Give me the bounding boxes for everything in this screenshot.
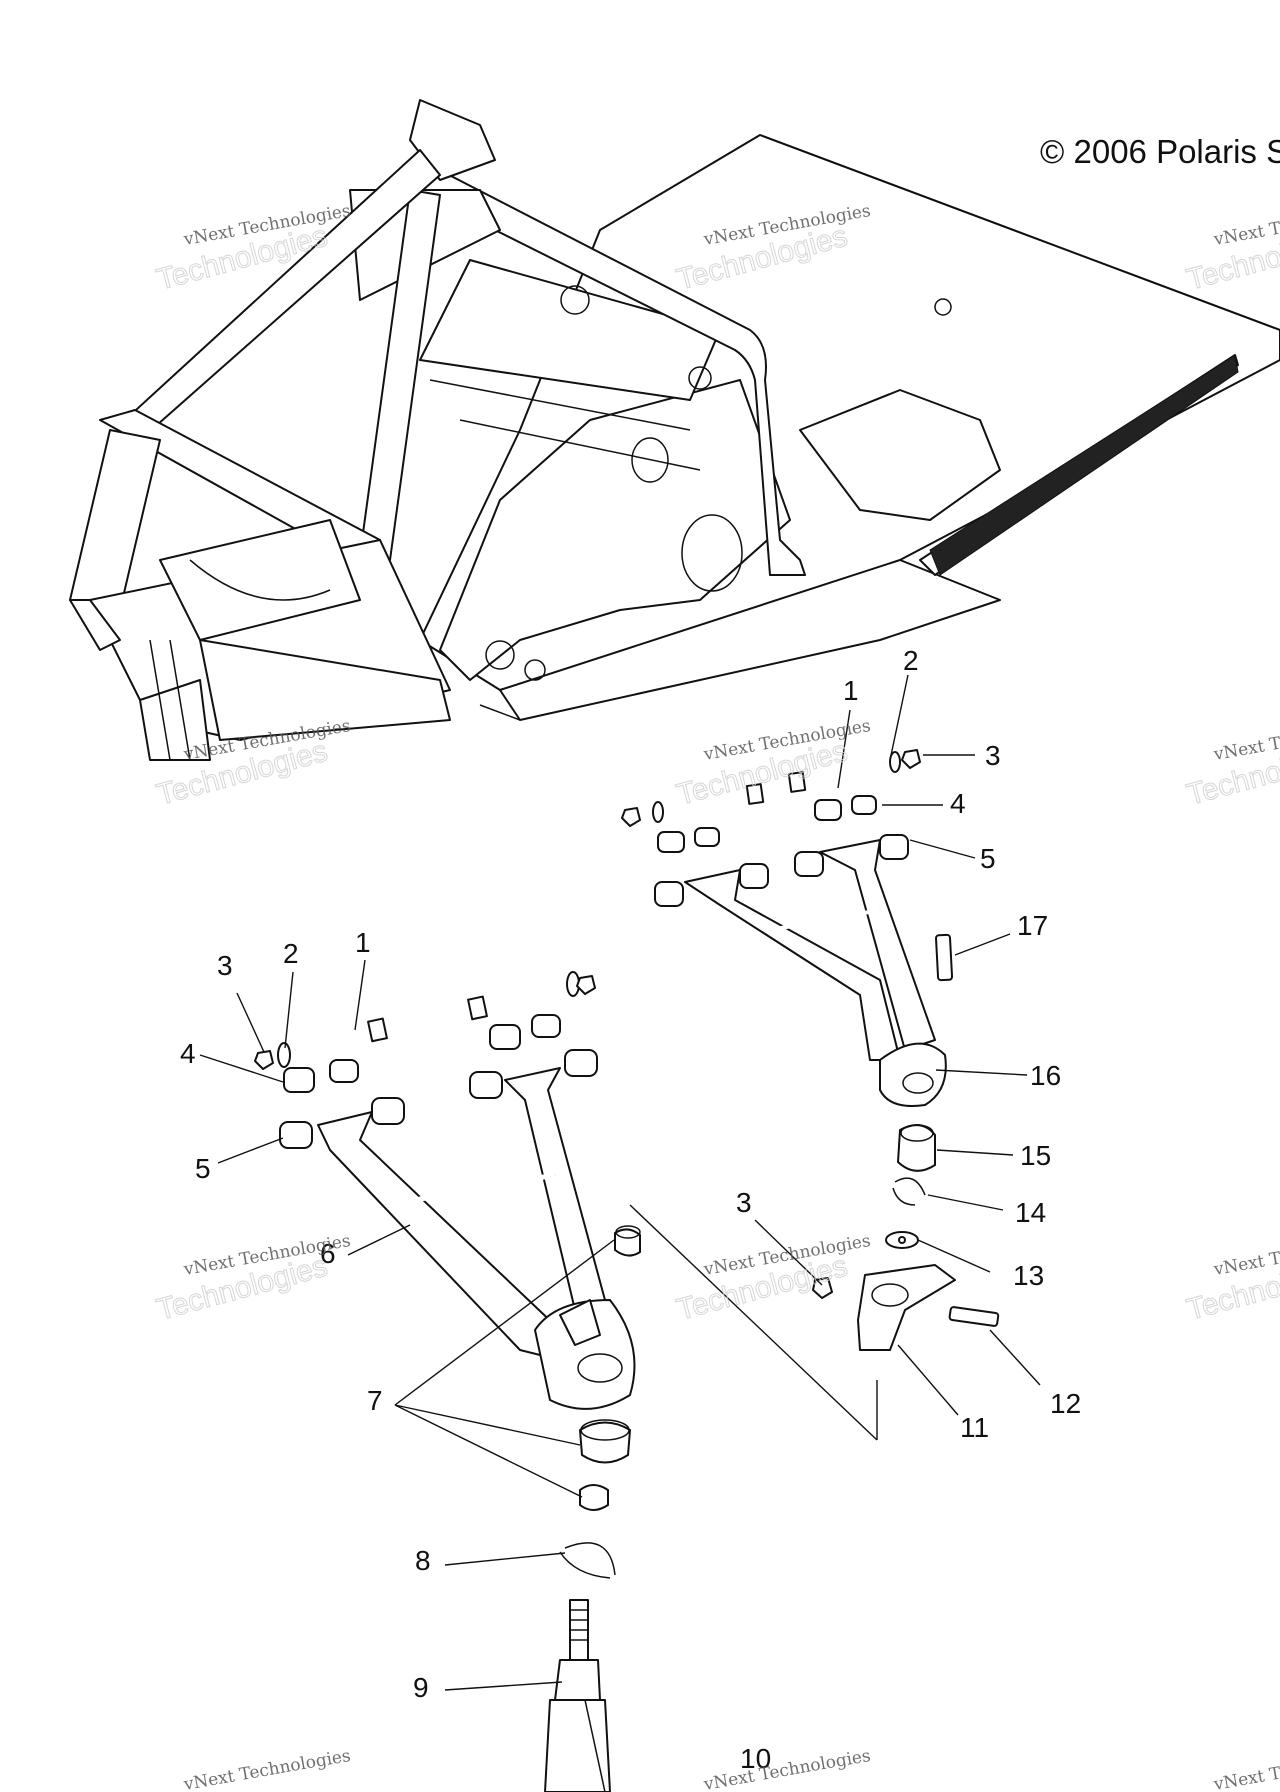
lower-a-arm-assembly (254, 971, 641, 1792)
upper-a-arm-assembly (621, 749, 1000, 1351)
callout-upper-4: 4 (950, 788, 966, 819)
callout-upper-1: 1 (843, 675, 859, 706)
callout-labels: 1 2 3 4 5 17 16 15 14 13 12 11 3 1 2 3 4… (180, 645, 1081, 1774)
callout-lower-10: 10 (740, 1743, 771, 1774)
callout-upper-5: 5 (980, 843, 996, 874)
callout-upper-13: 13 (1013, 1260, 1044, 1291)
callout-lower-6: 6 (320, 1238, 336, 1269)
callout-lower-8: 8 (415, 1545, 431, 1576)
callout-upper-3: 3 (985, 740, 1001, 771)
watermark-text: vNext Technologies (701, 1746, 872, 1792)
callout-lower-4: 4 (180, 1038, 196, 1069)
callout-upper-15: 15 (1020, 1140, 1051, 1171)
watermark-text: vNext Technologies (181, 1746, 352, 1792)
callout-upper-12: 12 (1050, 1388, 1081, 1419)
watermark-text: vNext Technologies (1211, 1746, 1280, 1792)
chassis-frame (69, 99, 1280, 761)
callout-lower-3: 3 (217, 950, 233, 981)
copyright-text: © 2006 Polaris Sa (1040, 133, 1280, 170)
callout-upper-11: 11 (960, 1412, 989, 1443)
callout-lower-2: 2 (283, 938, 299, 969)
callout-upper-16: 16 (1030, 1060, 1061, 1091)
callout-upper-14: 14 (1015, 1197, 1046, 1228)
callout-upper-2: 2 (903, 645, 919, 676)
callout-upper-17: 17 (1017, 910, 1048, 941)
callout-lower-5: 5 (195, 1153, 211, 1184)
callout-upper-3b: 3 (736, 1187, 752, 1218)
leader-lines (199, 674, 1041, 1691)
callout-lower-1: 1 (355, 927, 371, 958)
callout-lower-7: 7 (367, 1385, 383, 1416)
callout-lower-9: 9 (413, 1672, 429, 1703)
